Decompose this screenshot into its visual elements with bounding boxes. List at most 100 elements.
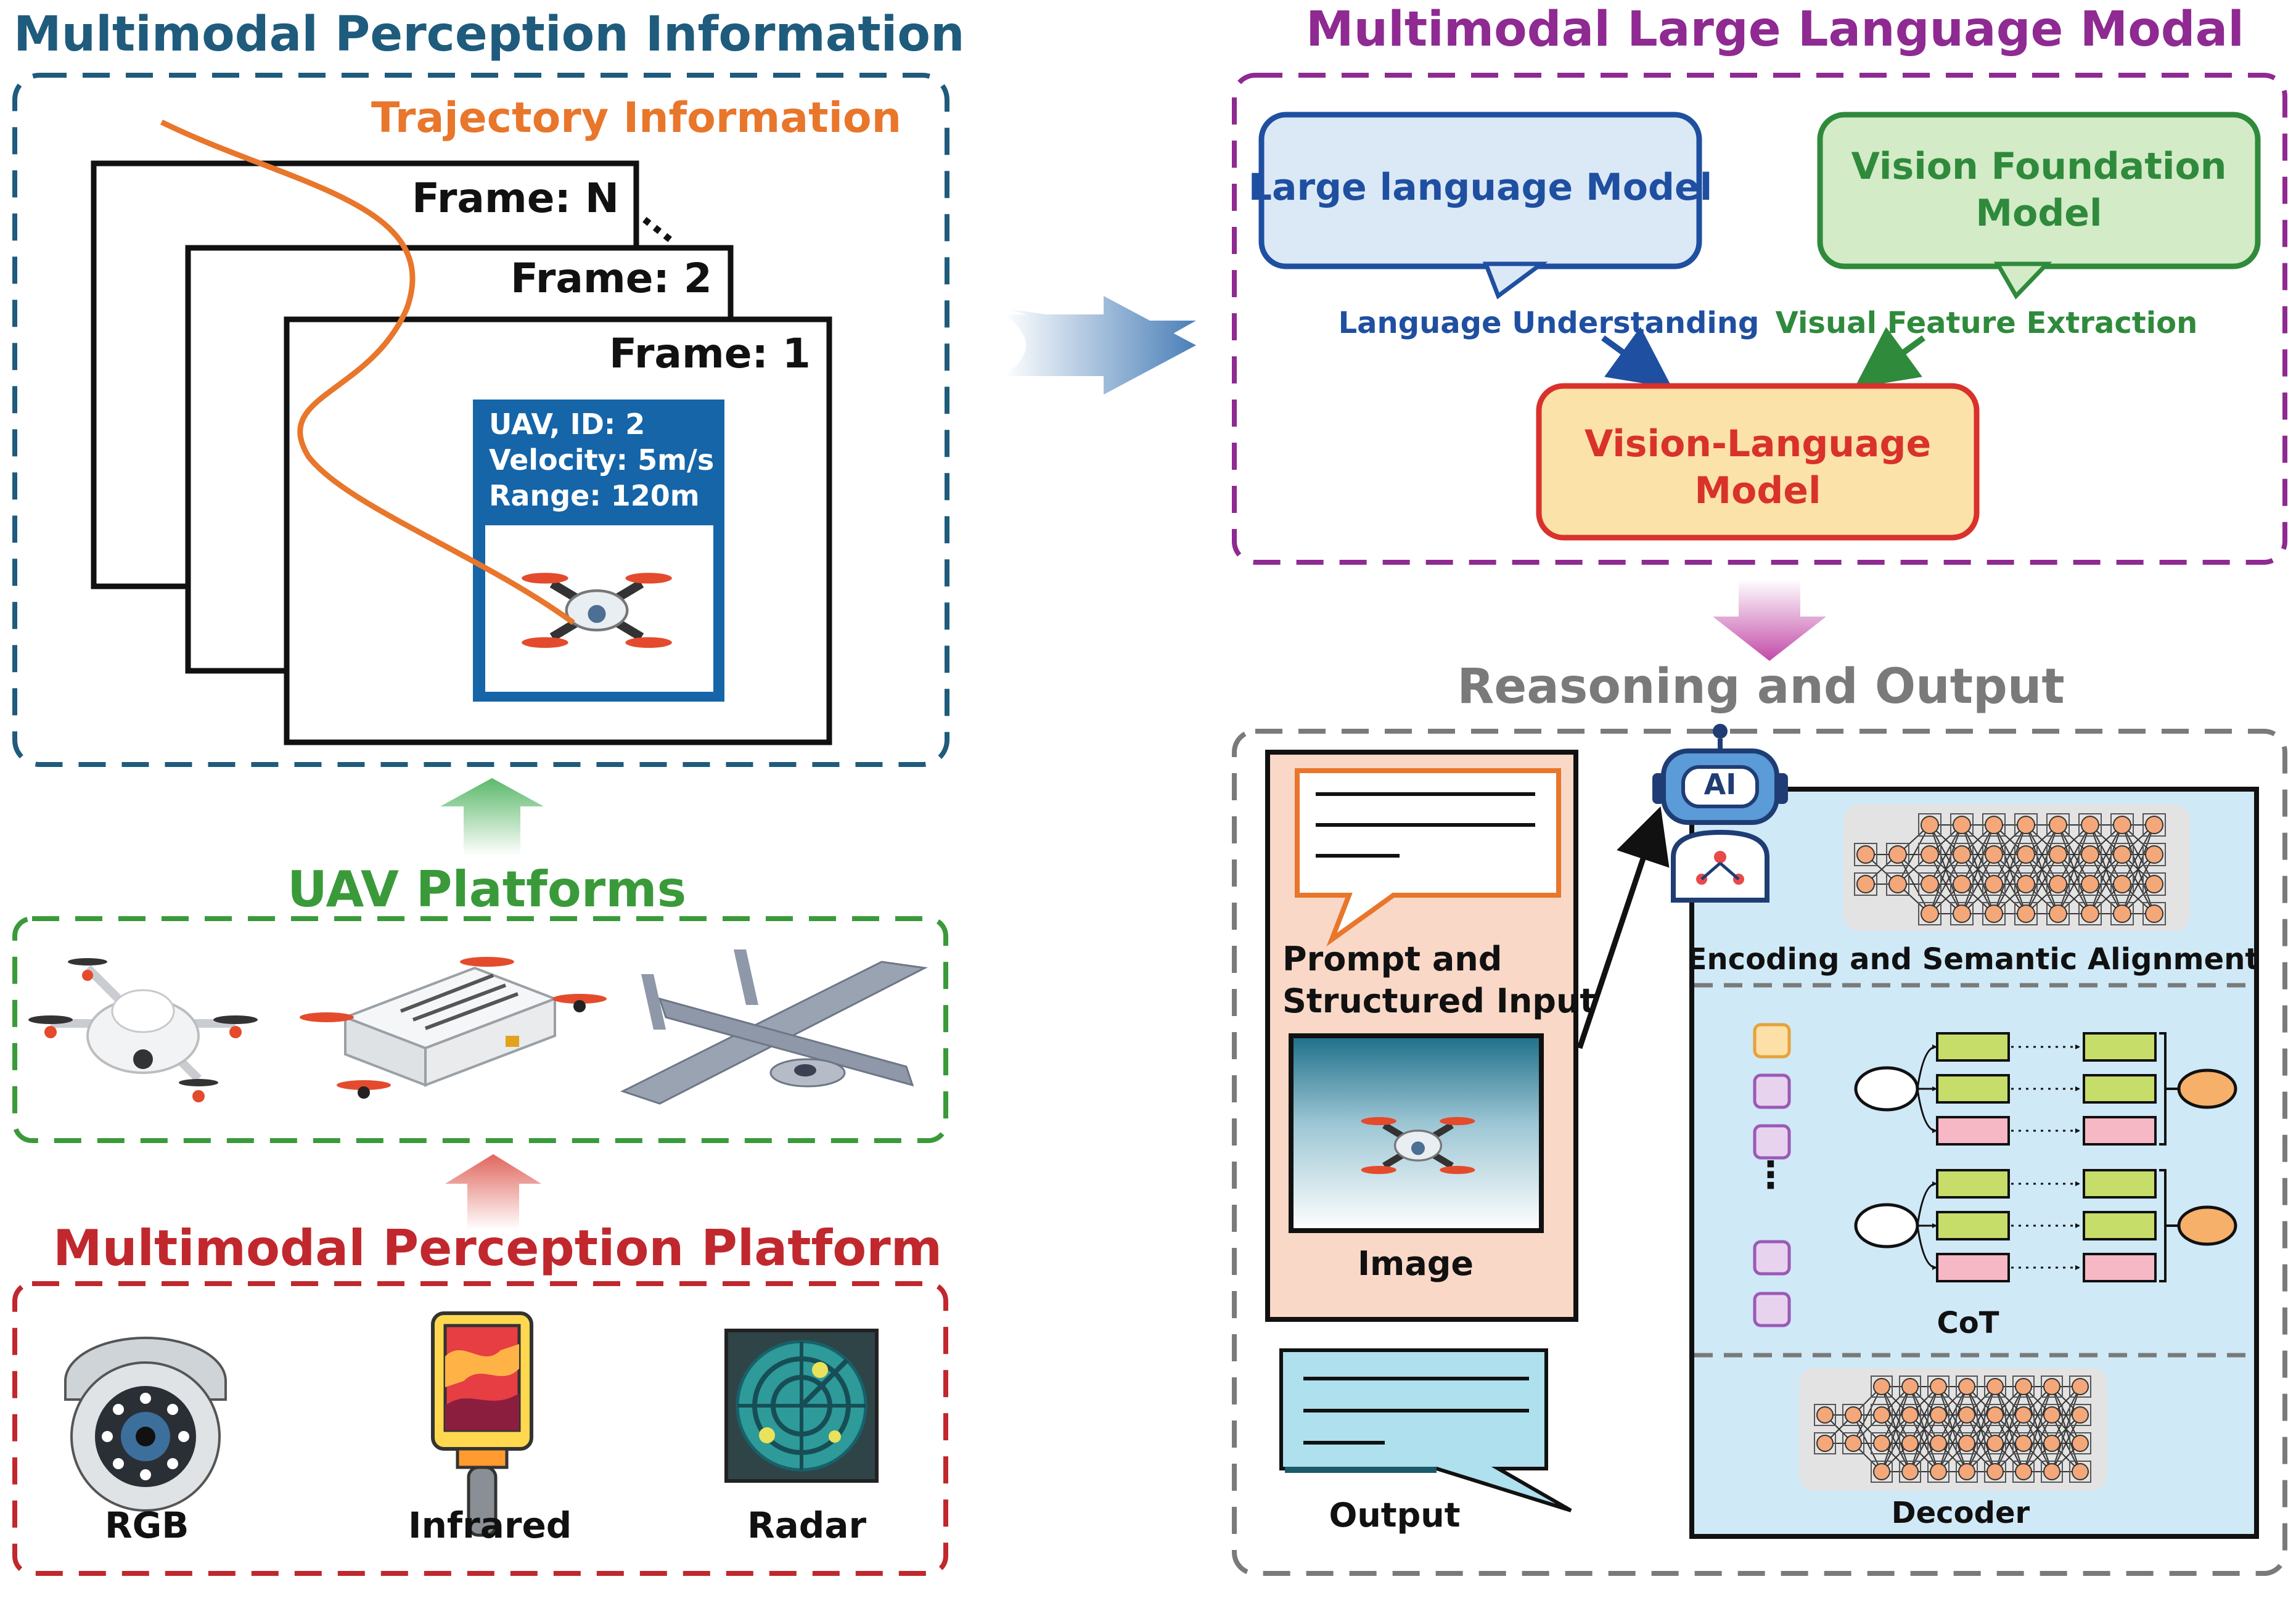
trajectory-title: Trajectory Information — [371, 94, 901, 142]
network-node-frame — [2046, 843, 2070, 866]
network-edge — [1881, 1386, 1911, 1472]
network-node-frame — [1814, 1404, 1836, 1426]
vlm-label-1: Vision-Language — [1585, 422, 1931, 465]
infrared-camera-icon — [431, 1311, 533, 1537]
mllm-box — [1232, 73, 2287, 565]
network-node-frame — [1984, 1461, 2006, 1483]
network-node-frame — [1886, 843, 1909, 866]
token-box — [1753, 1124, 1791, 1160]
network-edge — [1938, 1386, 1967, 1472]
network-node-frame — [2046, 813, 2070, 837]
network-node-frame — [2012, 1404, 2035, 1426]
network-node-frame — [2041, 1461, 2063, 1483]
cot-step-box — [1936, 1116, 2010, 1146]
network-node-frame — [2012, 1461, 2035, 1483]
cot-step-box — [2083, 1169, 2157, 1199]
perception-info-title: Multimodal Perception Information — [14, 7, 965, 62]
network-node — [2072, 1378, 2089, 1395]
llm-node — [1258, 112, 1702, 269]
network-node-frame — [2078, 872, 2102, 896]
network-node-frame — [2012, 1432, 2035, 1454]
network-edge — [1881, 1414, 1911, 1472]
network-node — [1921, 904, 1939, 923]
prompt-bubble — [1295, 768, 1561, 947]
network-node — [1888, 845, 1907, 864]
uav-info-card: UAV, ID: 2 Velocity: 5m/s Range: 120m — [473, 400, 724, 702]
network-node-frame — [1950, 902, 1974, 925]
network-node-frame — [2041, 1432, 2063, 1454]
network-node — [1986, 1463, 2004, 1480]
network-node — [1816, 1406, 1834, 1424]
network-node — [2072, 1463, 2089, 1480]
cot-branch-edge — [1916, 1044, 1937, 1089]
uav-id: UAV, ID: 2 — [489, 408, 645, 441]
network-node-frame — [1927, 1432, 1950, 1454]
network-node — [2072, 1406, 2089, 1424]
network-node-frame — [1899, 1375, 1921, 1398]
cot-step-box — [2083, 1116, 2157, 1146]
vlm-label-2: Model — [1694, 469, 1821, 512]
network-node — [2081, 875, 2099, 893]
network-edge — [2023, 1414, 2052, 1472]
network-node-frame — [1982, 813, 2006, 837]
network-node-frame — [1956, 1461, 1978, 1483]
network-node-frame — [1927, 1375, 1950, 1398]
token-box — [1753, 1073, 1791, 1109]
prompt-label-2: Structured Input — [1282, 982, 1596, 1020]
cot-branch-edge — [1916, 1088, 1937, 1133]
token-ellipsis: ⋮ — [1752, 1154, 1789, 1197]
network-node — [1901, 1435, 1919, 1452]
reasoning-box — [1232, 729, 2287, 1576]
cot-branch-edge — [1916, 1181, 1937, 1226]
network-node — [2015, 1406, 2032, 1424]
network-node-frame — [1950, 872, 1974, 896]
network-node-frame — [2014, 872, 2038, 896]
network-node — [2043, 1378, 2060, 1395]
network-node — [1873, 1463, 1890, 1480]
llm-callout-tail — [1482, 261, 1548, 300]
reasoning-title: Reasoning and Output — [1457, 659, 2064, 715]
network-node-frame — [1886, 872, 1909, 896]
network-node — [2113, 904, 2131, 923]
network-node — [1816, 1435, 1834, 1452]
encoding-label: Encoding and Semantic Alignment — [1687, 942, 2260, 977]
network-node-frame — [2012, 1375, 2035, 1398]
edge-label-visual: Visual Feature Extraction — [1776, 306, 2198, 340]
network-node-frame — [2110, 902, 2134, 925]
network-edge — [2122, 824, 2155, 885]
network-node — [2113, 845, 2131, 864]
sensor-label-radar: Radar — [747, 1504, 866, 1546]
network-node — [2081, 904, 2099, 923]
network-node — [1953, 875, 1971, 893]
network-edge — [1897, 824, 1930, 885]
encoder-network — [1854, 813, 2166, 925]
network-node — [2017, 875, 2035, 893]
network-edge — [1961, 854, 1995, 914]
network-node-frame — [1814, 1432, 1836, 1454]
network-node — [2049, 875, 2067, 893]
network-node — [2015, 1435, 2032, 1452]
network-edge — [1961, 824, 1995, 914]
network-node-frame — [1927, 1404, 1950, 1426]
cot-label: CoT — [1937, 1306, 1999, 1340]
network-edge — [2057, 824, 2091, 885]
network-edge — [1966, 1386, 1996, 1444]
network-edge — [1929, 854, 1962, 914]
network-node — [1985, 904, 2003, 923]
network-node — [2017, 904, 2035, 923]
cot-start-node — [1854, 1203, 1919, 1248]
token-box — [1753, 1292, 1791, 1327]
vlm-node — [1536, 383, 1980, 541]
network-node — [1901, 1406, 1919, 1424]
network-node — [1930, 1378, 1947, 1395]
network-node-frame — [2014, 813, 2038, 837]
network-node-frame — [2078, 902, 2102, 925]
network-node-frame — [2041, 1375, 2063, 1398]
network-node-frame — [2110, 843, 2134, 866]
network-edge — [2122, 854, 2155, 914]
network-node — [1901, 1378, 1919, 1395]
network-node — [2015, 1378, 2032, 1395]
frame-2-label: Frame: 2 — [510, 255, 712, 302]
network-node — [1986, 1406, 2004, 1424]
sensor-label-rgb: RGB — [105, 1504, 189, 1546]
